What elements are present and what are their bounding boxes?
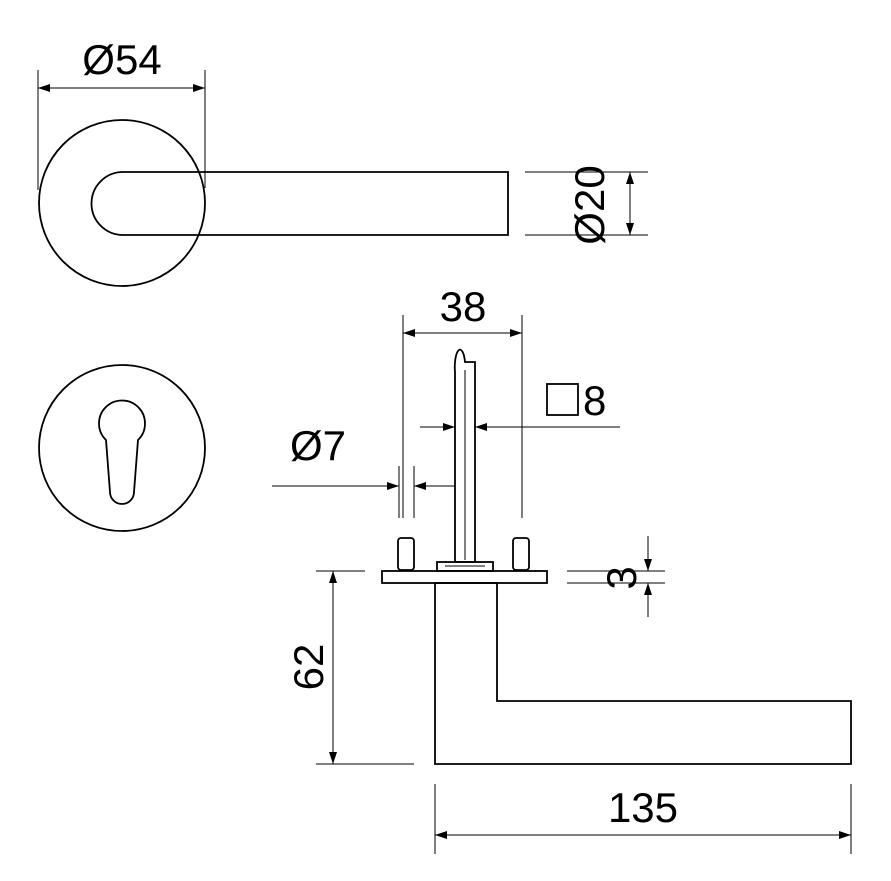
dimension-lever-length: 135 — [434, 784, 852, 854]
dimension-screw-diameter: Ø7 — [272, 422, 455, 518]
rose-diameter-label: Ø54 — [82, 36, 161, 83]
square-spindle — [453, 348, 476, 563]
spindle-length-label: 38 — [440, 283, 487, 330]
lever-length-label: 135 — [608, 784, 678, 831]
lever-side-outline — [434, 582, 852, 765]
screw-post-right — [512, 537, 530, 571]
lever-height-label: 62 — [285, 644, 332, 691]
rose-outline — [38, 119, 206, 287]
dimension-square-spindle: 8 — [420, 377, 620, 431]
escutcheon-outline — [38, 364, 206, 532]
side-view-lever — [381, 348, 852, 765]
lever-top-outline — [90, 171, 509, 236]
screw-diameter-label: Ø7 — [290, 422, 346, 469]
dimension-lever-diameter: Ø20 — [525, 165, 648, 245]
top-view-lever — [38, 119, 509, 287]
dimension-rose-diameter: Ø54 — [37, 36, 206, 190]
rose-plate — [381, 570, 548, 584]
screw-post-left — [397, 537, 415, 571]
dimension-spindle-length: 38 — [402, 283, 523, 518]
dimension-lever-height: 62 — [285, 570, 414, 765]
square-spindle-label: 8 — [583, 377, 606, 424]
plate-thickness-label: 3 — [598, 566, 645, 589]
dimension-plate-thickness: 3 — [567, 536, 665, 617]
square-symbol-icon — [546, 383, 579, 416]
lever-diameter-label: Ø20 — [566, 165, 613, 244]
escutcheon-view — [38, 364, 206, 532]
keyhole-cutout — [98, 399, 146, 505]
